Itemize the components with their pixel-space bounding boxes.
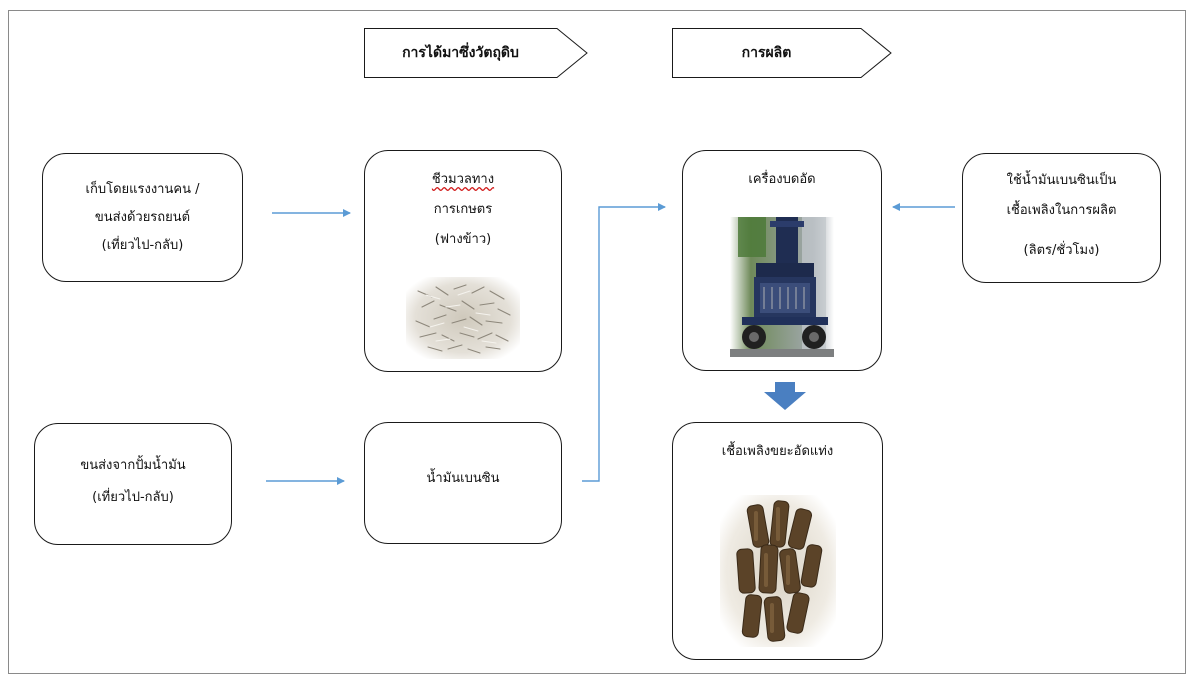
node-text: (ฟางข้าว): [434, 232, 492, 247]
node-text: (ลิตร/ชั่วโมง): [1023, 243, 1100, 258]
header-raw-material: การได้มาซึ่งวัตถุดิบ: [364, 28, 588, 78]
node-text: เชื้อเพลิงขยะอัดแท่ง: [721, 444, 834, 459]
node-text: เก็บโดยแรงงานคน /: [85, 182, 200, 197]
node-manual-collection: เก็บโดยแรงงานคน / ขนส่งด้วยรถยนต์ (เที่ย…: [42, 153, 243, 282]
header-production-label: การผลิต: [741, 45, 792, 61]
node-text: น้ำมันเบนซิน: [426, 471, 500, 486]
node-text: เชื้อเพลิงในการผลิต: [1006, 203, 1117, 218]
node-text: (เที่ยวไป-กลับ): [101, 238, 184, 253]
down-arrow-press-to-product: [764, 382, 806, 410]
node-biomass: ชีวมวลทาง การเกษตร (ฟางข้าว): [364, 150, 562, 372]
fuel-pellets-image: [719, 495, 836, 647]
node-text: ชีวมวลทาง: [431, 172, 495, 187]
arrow-inputs-to-press: [582, 203, 666, 482]
node-text: ขนส่งจากปั้มน้ำมัน: [80, 458, 186, 473]
node-text: ใช้น้ำมันเบนซินเป็น: [1006, 173, 1117, 188]
node-text: เครื่องบดอัด: [748, 172, 816, 187]
node-waste-fuel: เชื้อเพลิงขยะอัดแท่ง: [672, 422, 883, 660]
node-fuel-transport: ขนส่งจากปั้มน้ำมัน (เที่ยวไป-กลับ): [34, 423, 232, 545]
header-raw-material-label: การได้มาซึ่งวัตถุดิบ: [402, 45, 519, 61]
node-text: ขนส่งด้วยรถยนต์: [94, 210, 191, 225]
header-production: การผลิต: [672, 28, 892, 78]
node-press-machine: เครื่องบดอัด: [682, 150, 882, 371]
press-machine-image: [730, 217, 834, 357]
node-gasoline-fuel: ใช้น้ำมันเบนซินเป็น เชื้อเพลิงในการผลิต …: [962, 153, 1161, 283]
straw-image: [406, 277, 520, 359]
node-gasoline: น้ำมันเบนซิน: [364, 422, 562, 544]
node-text: (เที่ยวไป-กลับ): [92, 490, 174, 505]
node-text: การเกษตร: [433, 202, 493, 217]
